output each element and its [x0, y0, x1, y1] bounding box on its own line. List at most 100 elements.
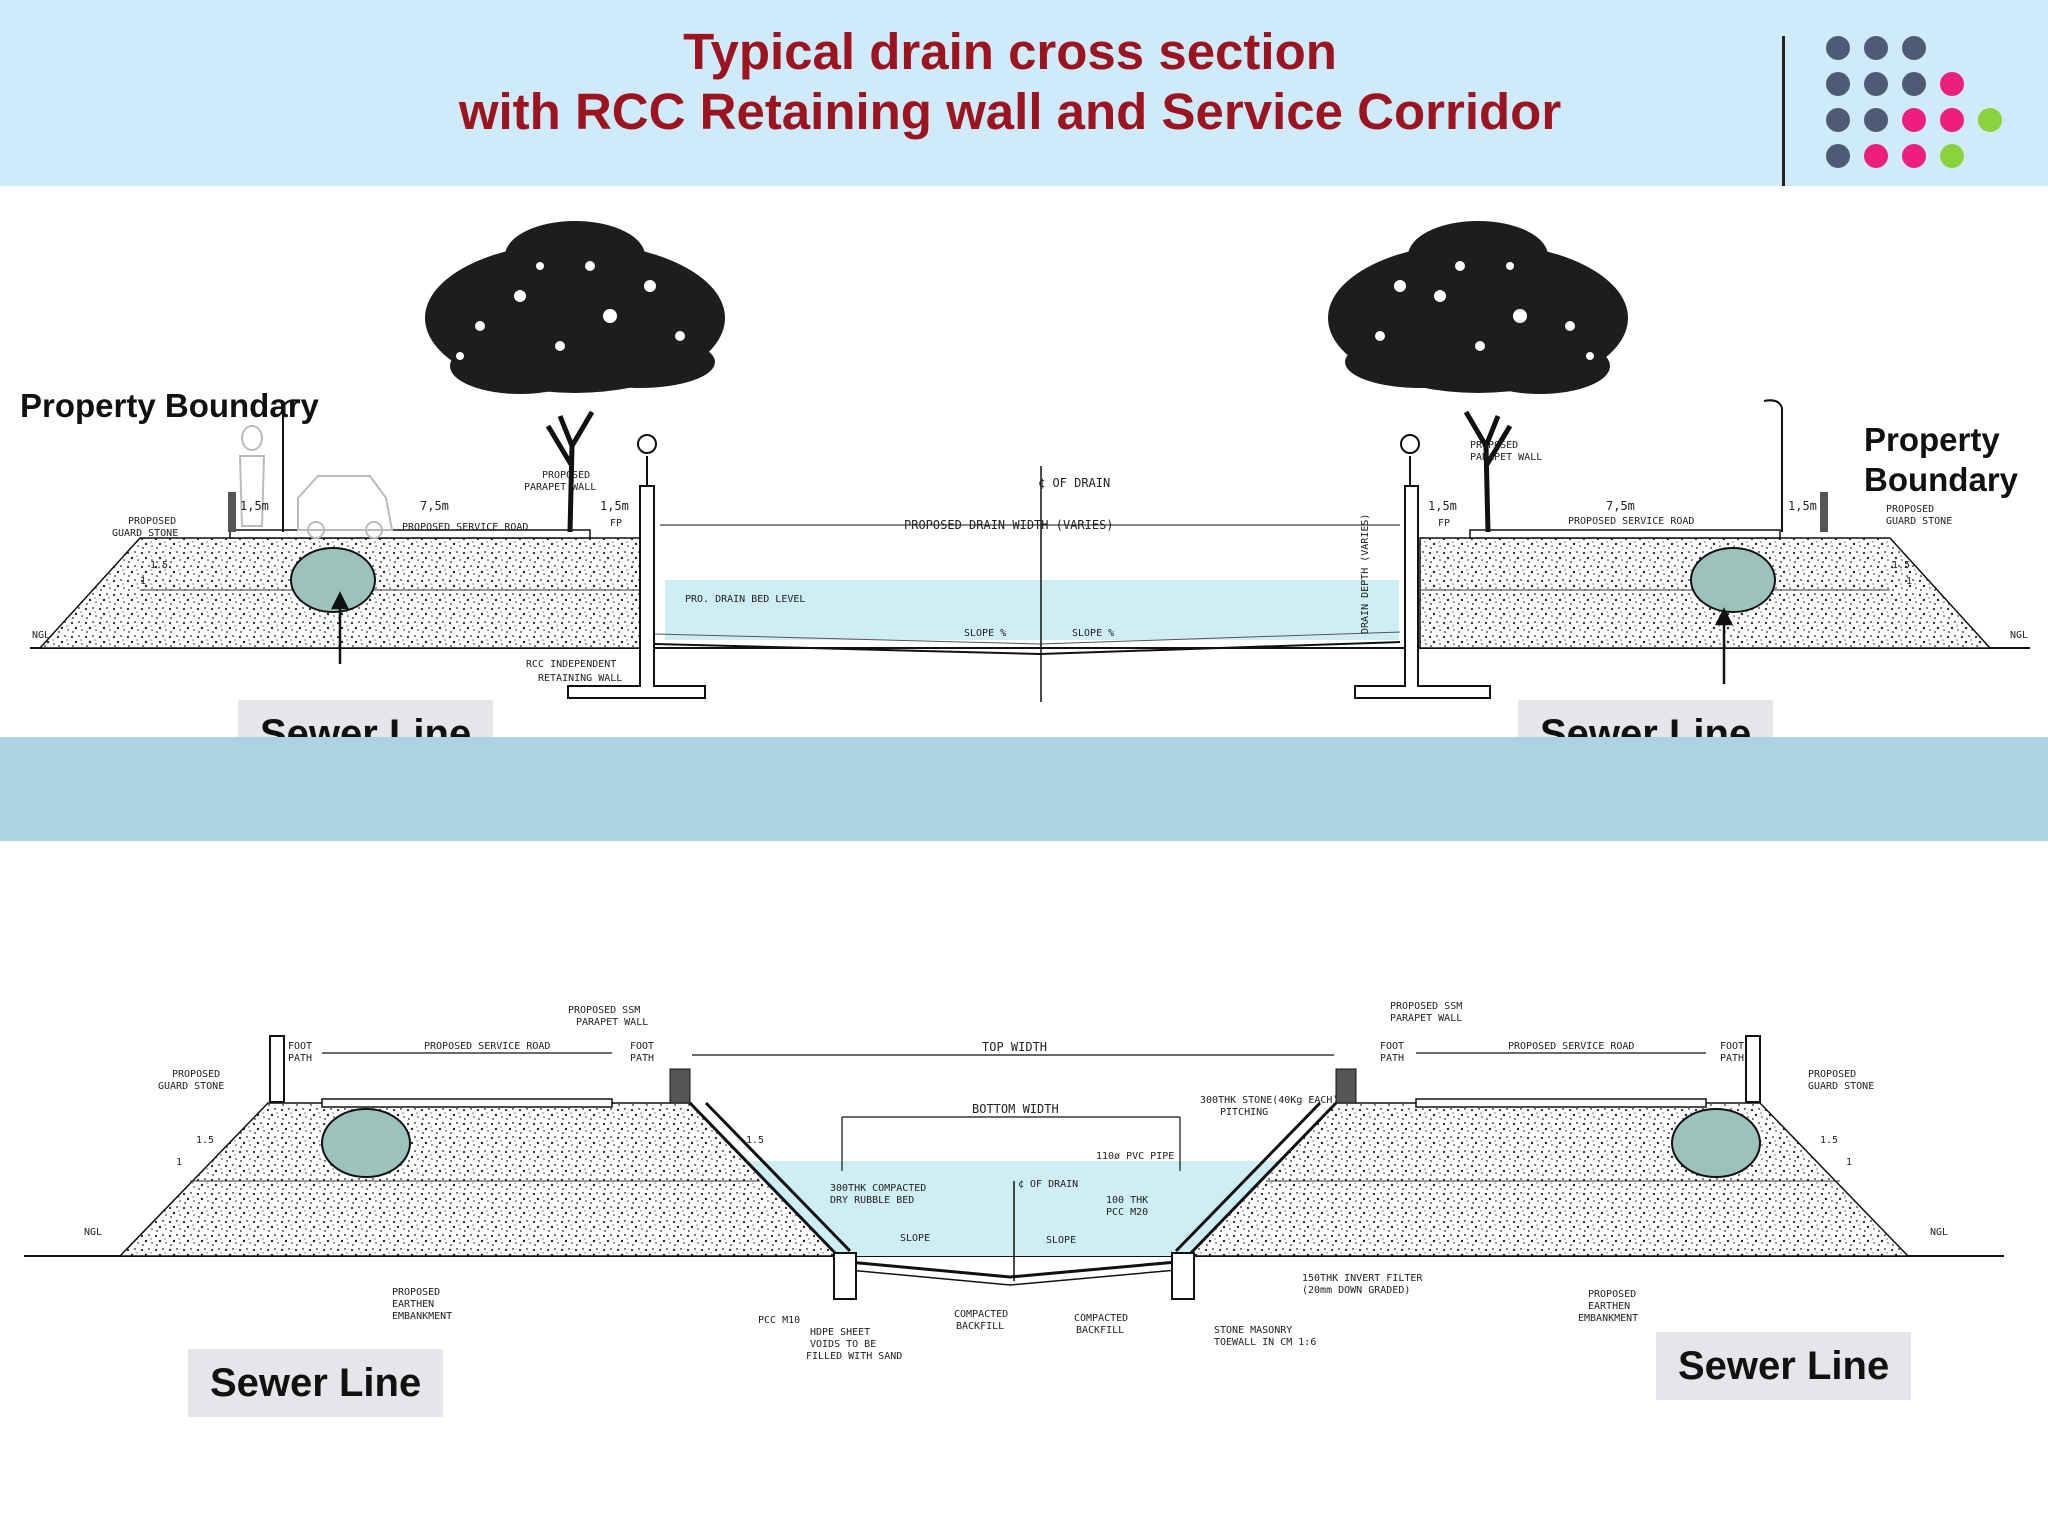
left-sewer-pipe: [321, 1108, 411, 1178]
toewall-label-1: STONE MASONRY: [1214, 1325, 1292, 1336]
right-toewall: [1171, 1252, 1195, 1300]
guard-stone-right-label-1: PROPOSED: [1808, 1069, 1856, 1080]
service-road-left-label: PROPOSED SERVICE ROAD: [402, 522, 528, 533]
drain-bed-lower: [837, 1268, 1189, 1286]
slide-title-line2: with RCC Retaining wall and Service Corr…: [458, 83, 1562, 140]
slope-one-left: 1: [140, 576, 146, 587]
service-road-right-label: PROPOSED SERVICE ROAD: [1568, 516, 1694, 527]
right-sewer-pipe: [1690, 547, 1776, 613]
top-cross-section-panel: ¢ OF DRAIN PROPOSED DRAIN WIDTH (VARIES)…: [0, 186, 2048, 768]
fp-label-left: FP: [610, 518, 622, 529]
guard-stone-left-label-1: PROPOSED: [172, 1069, 220, 1080]
left-ssm-parapet-wall: [669, 1068, 691, 1104]
left-service-road: [321, 1098, 613, 1108]
dimension-lines: [322, 1052, 1706, 1171]
section-divider-band: [0, 737, 2048, 841]
drain-width-label: PROPOSED DRAIN WIDTH (VARIES): [904, 518, 1114, 532]
drain-water: [665, 580, 1399, 640]
foot-path-left-label-2: PATH: [288, 1053, 312, 1064]
guard-stone-left-label-2: GUARD STONE: [112, 528, 178, 539]
parapet-right-label-1: PROPOSED SSM: [1390, 1001, 1462, 1012]
backfill-right-label-2: BACKFILL: [1076, 1325, 1124, 1336]
left-toewall: [833, 1252, 857, 1300]
slope-one-left: 1: [176, 1157, 182, 1168]
guard-stone-right-label-2: GUARD STONE: [1808, 1081, 1874, 1092]
slope-ratio-inner-left: 1.5: [746, 1135, 764, 1146]
drain-bed-line-upper: [654, 631, 1401, 645]
bottom-cross-section-panel: PROPOSED SSM PARAPET WALL PROPOSED SSM P…: [0, 841, 2048, 1536]
hdpe-label-1: HDPE SHEET: [810, 1327, 870, 1338]
right-service-road: [1415, 1098, 1707, 1108]
footpath-dimension-inner-right: 1,5m: [1428, 499, 1457, 513]
slope-label-right: SLOPE: [1046, 1235, 1076, 1246]
parapet-left-label-1: PROPOSED: [542, 470, 590, 481]
drain-depth-label: DRAIN DEPTH (VARIES): [1360, 514, 1371, 634]
left-guard-stone: [269, 1035, 285, 1103]
guard-stone-right-label-1: PROPOSED: [1886, 504, 1934, 515]
slope-label-1: SLOPE %: [964, 628, 1006, 639]
pitching-label-2: PITCHING: [1220, 1107, 1268, 1118]
right-tree: [1328, 221, 1628, 533]
stone-pitching: [688, 1101, 1338, 1258]
left-rcc-retaining-wall: [567, 485, 706, 699]
left-guard-stone: [228, 492, 236, 532]
slope-one-right: 1: [1846, 1157, 1852, 1168]
sewer-line-label-bottom-right: Sewer Line: [1656, 1332, 1912, 1400]
rubble-bed-label-1: 300THK COMPACTED: [830, 1183, 926, 1194]
centerline-label: ¢ OF DRAIN: [1038, 476, 1110, 490]
pvc-pipe-label: 110ø PVC PIPE: [1096, 1151, 1174, 1162]
ngl-left: NGL: [32, 630, 50, 641]
left-sewer-pipe: [290, 547, 376, 613]
embankment-right-label-3: EMBANKMENT: [1578, 1313, 1638, 1324]
slope-one-right: 1: [1906, 576, 1912, 587]
guard-stone-left-label-2: GUARD STONE: [158, 1081, 224, 1092]
embankment-left-label-1: PROPOSED: [392, 1287, 440, 1298]
pitching-label-1: 300THK STONE(40Kg EACH): [1200, 1095, 1338, 1106]
foot-path-inner-right-label-2: PATH: [1380, 1053, 1404, 1064]
backfill-left-label-2: BACKFILL: [956, 1321, 1004, 1332]
earthen-drain-section-drawing: PROPOSED SSM PARAPET WALL PROPOSED SSM P…: [24, 1001, 2004, 1362]
lamp-posts: [282, 399, 1783, 532]
embankment-right-label-2: EARTHEN: [1588, 1301, 1630, 1312]
guard-stone-left-label-1: PROPOSED: [128, 516, 176, 527]
right-guard-stone: [1745, 1035, 1761, 1103]
foot-path-inner-right-label-1: FOOT: [1380, 1041, 1404, 1052]
service-road-right-label: PROPOSED SERVICE ROAD: [1508, 1041, 1634, 1052]
foot-path-inner-left-label-1: FOOT: [630, 1041, 654, 1052]
service-road-left-label: PROPOSED SERVICE ROAD: [424, 1041, 550, 1052]
retaining-wall-label-2: RETAINING WALL: [538, 673, 622, 684]
property-boundary-left-label: Property Boundary: [20, 387, 319, 424]
footpath-dimension-right: 1,5m: [1788, 499, 1817, 513]
parapet-right-label-2: PARAPET WALL: [1470, 452, 1542, 463]
backfill-right-label-1: COMPACTED: [1074, 1313, 1128, 1324]
invert-filter-label-2: (20mm DOWN GRADED): [1302, 1285, 1410, 1296]
drain-bed-line: [654, 641, 1401, 656]
right-ssm-parapet-wall: [1335, 1068, 1357, 1104]
slope-ratio-left: 1.5: [150, 560, 168, 571]
ngl-left: NGL: [84, 1227, 102, 1238]
slope-label-2: SLOPE %: [1072, 628, 1114, 639]
right-service-road-surface: [1469, 529, 1781, 539]
decorative-dot-grid: [1826, 36, 2002, 168]
embankment-left-label-3: EMBANKMENT: [392, 1311, 452, 1322]
foot-path-right-label-1: FOOT: [1720, 1041, 1744, 1052]
fp-label-right: FP: [1438, 518, 1450, 529]
parapet-right-label-2: PARAPET WALL: [1390, 1013, 1462, 1024]
left-service-road-surface: [229, 529, 591, 539]
foot-path-right-label-2: PATH: [1720, 1053, 1744, 1064]
parapet-right-label-1: PROPOSED: [1470, 440, 1518, 451]
top-width-label: TOP WIDTH: [982, 1040, 1047, 1054]
pedestrian-and-car-outline: [238, 425, 394, 539]
right-sewer-pipe: [1671, 1108, 1761, 1178]
right-rcc-retaining-wall: [1354, 485, 1491, 699]
invert-filter-label-1: 150THK INVERT FILTER: [1302, 1273, 1423, 1284]
right-guard-stone: [1820, 492, 1828, 532]
bed-level-label: PRO. DRAIN BED LEVEL: [685, 594, 805, 605]
drain-bed: [837, 1259, 1189, 1279]
slope-label-left: SLOPE: [900, 1233, 930, 1244]
retaining-wall-label-1: RCC INDEPENDENT: [526, 659, 616, 670]
parapet-left-label-1: PROPOSED SSM: [568, 1005, 640, 1016]
pcc-m20-label-2: PCC M20: [1106, 1207, 1148, 1218]
slide-header: Typical drain cross section with RCC Ret…: [0, 0, 2048, 186]
hdpe-label-3: FILLED WITH SAND: [806, 1351, 902, 1362]
